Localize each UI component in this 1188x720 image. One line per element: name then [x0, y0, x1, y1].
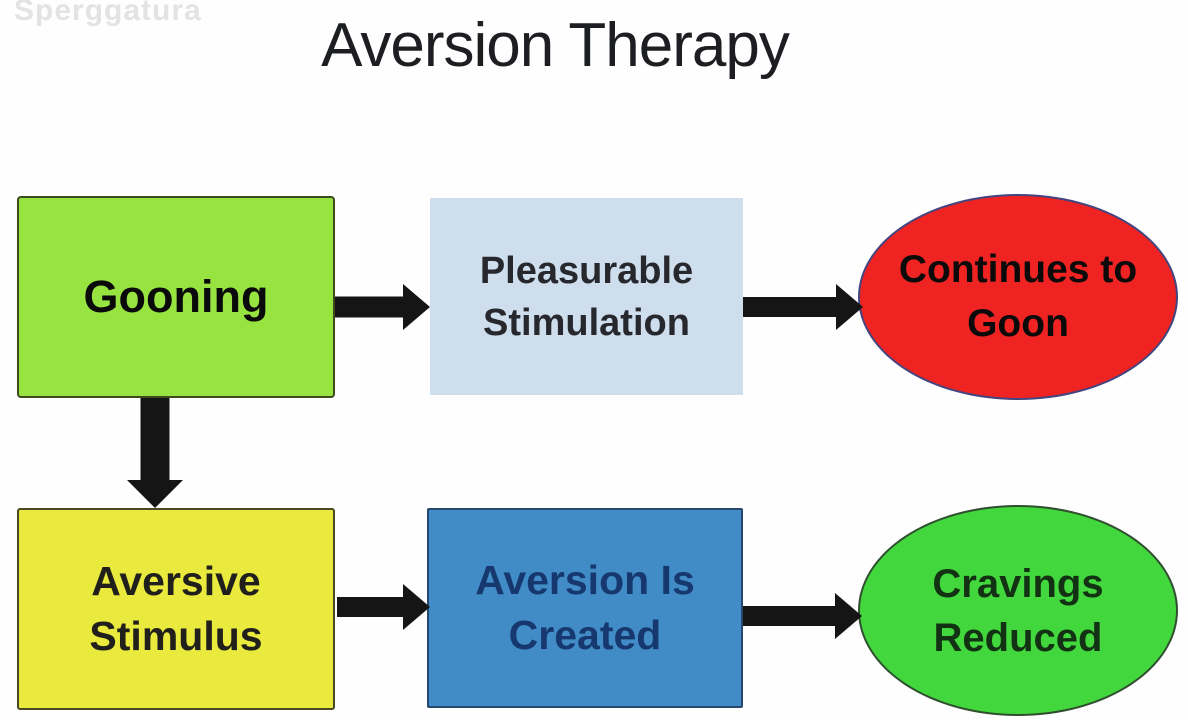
node-aversion-created-line2: Created: [508, 612, 662, 658]
node-pleasurable-stimulation: Pleasurable Stimulation: [430, 198, 743, 395]
arrow-pleasurable-to-continues: [743, 284, 863, 330]
arrow-aversion-created-to-cravings: [743, 593, 862, 639]
node-gooning: Gooning: [17, 196, 335, 398]
node-aversive-stimulus: Aversive Stimulus: [17, 508, 335, 710]
node-pleasurable-line2: Stimulation: [483, 301, 690, 344]
watermark: Sperggatura: [14, 0, 202, 27]
node-cravings-line1: Cravings: [932, 561, 1104, 606]
node-aversion-is-created: Aversion Is Created: [427, 508, 743, 708]
node-aversion-created-line1: Aversion Is: [475, 557, 695, 603]
node-gooning-label: Gooning: [83, 271, 269, 322]
node-continues-to-goon: Continues to Goon: [858, 194, 1178, 400]
node-cravings-line2: Reduced: [933, 615, 1103, 660]
node-continues-line1: Continues to: [898, 248, 1138, 291]
node-aversive-line2: Stimulus: [89, 613, 263, 659]
node-cravings-reduced: Cravings Reduced: [858, 505, 1178, 716]
arrow-aversive-to-aversion-created: [337, 584, 430, 630]
node-aversive-line1: Aversive: [91, 558, 261, 604]
node-continues-line2: Goon: [967, 302, 1069, 345]
arrow-gooning-to-aversive: [127, 398, 183, 508]
page-title: Aversion Therapy: [321, 11, 790, 80]
node-pleasurable-line1: Pleasurable: [479, 249, 694, 292]
arrow-gooning-to-pleasurable: [335, 284, 430, 330]
